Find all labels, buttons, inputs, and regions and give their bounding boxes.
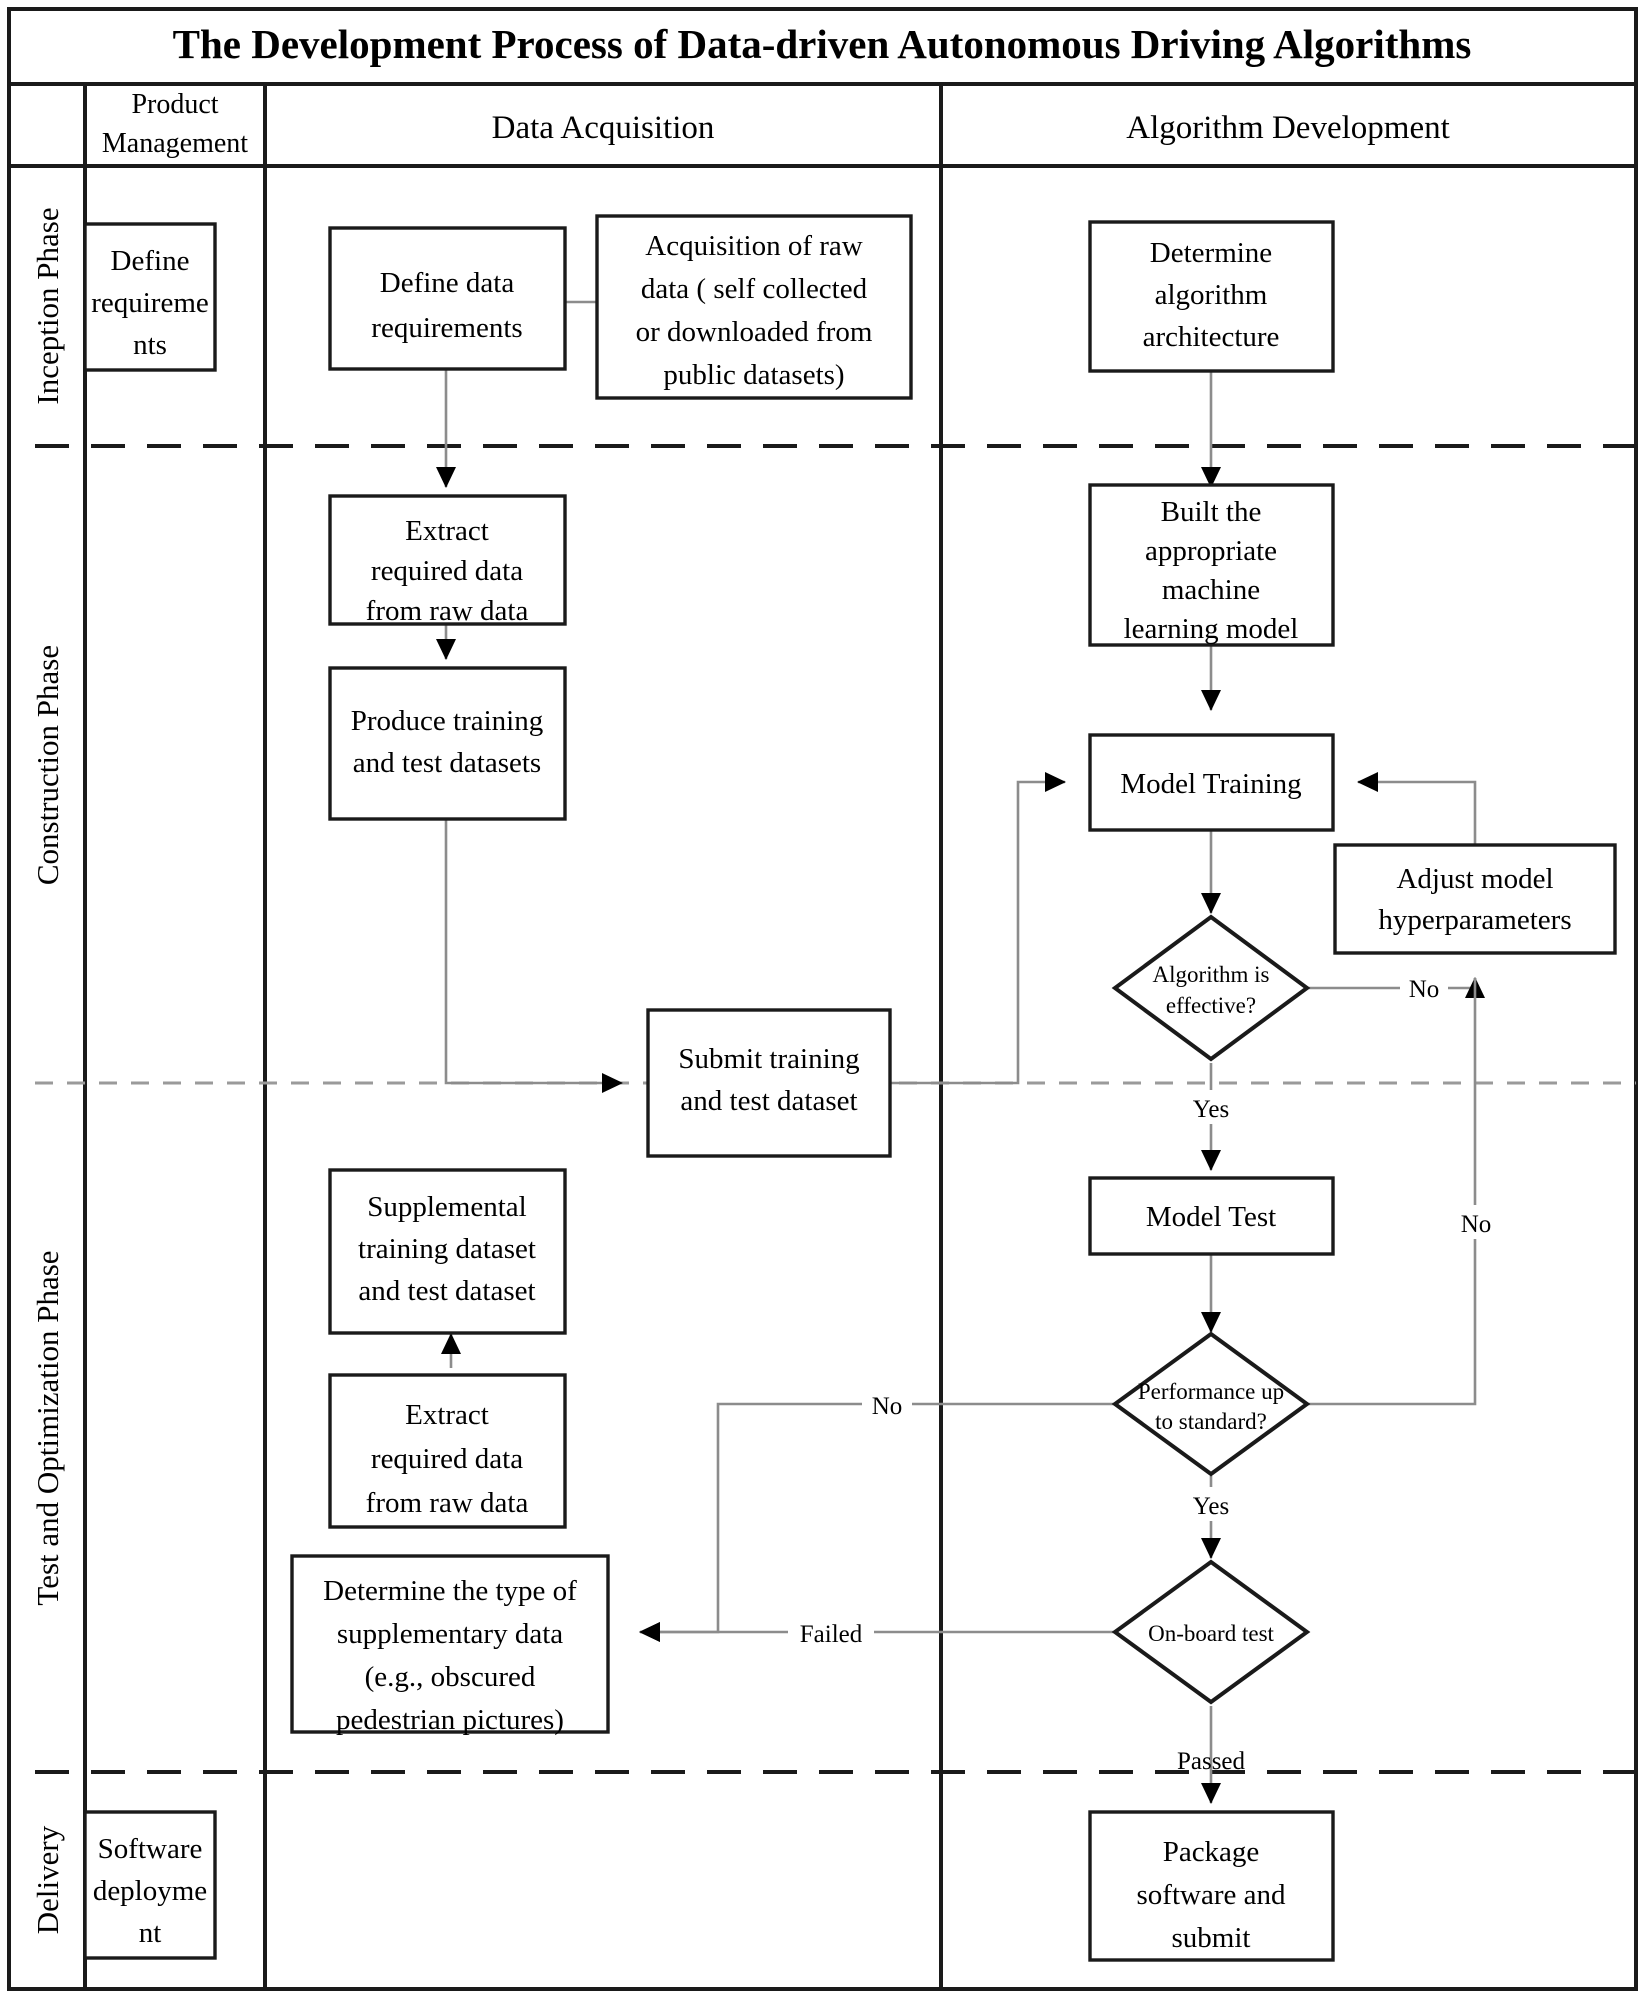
node-determine-supp-line2: supplementary data	[337, 1618, 563, 1650]
node-extract-required-data-2[interactable]: Extract required data from raw data	[328, 1373, 567, 1529]
node-define-data-requirements-line2: requirements	[371, 312, 522, 344]
node-software-deployment[interactable]: Software deployme nt	[83, 1810, 217, 1960]
node-model-test-label: Model Test	[1146, 1201, 1276, 1233]
node-acquisition-line1: Acquisition of raw	[645, 230, 863, 262]
lane-header-data-acquisition: Data Acquisition	[492, 110, 715, 146]
node-determine-algorithm-architecture[interactable]: Determine algorithm architecture	[1088, 220, 1335, 373]
node-effective-line2: effective?	[1166, 993, 1256, 1018]
edge-label-performance-no: No	[1461, 1211, 1492, 1238]
node-built-ml-model[interactable]: Built the appropriate machine learning m…	[1088, 483, 1335, 647]
node-define-data-requirements-line1: Define data	[380, 267, 515, 299]
page-title: The Development Process of Data-driven A…	[173, 21, 1472, 67]
node-package-line3: submit	[1172, 1922, 1251, 1954]
node-algorithm-effective-decision[interactable]: Algorithm is effective?	[1111, 914, 1311, 1062]
connector-adjust-to-model-training	[1357, 772, 1477, 845]
node-software-deployment-line2: deployme	[93, 1875, 207, 1907]
node-determine-arch-line3: architecture	[1143, 321, 1280, 353]
edge-label-performance-yes: Yes	[1193, 1493, 1229, 1520]
node-produce-training-test-datasets[interactable]: Produce training and test datasets	[328, 666, 567, 821]
lane-header-algorithm-development: Algorithm Development	[1126, 110, 1450, 146]
lane-header-product-management-line1: Product	[131, 89, 218, 120]
node-supplemental-datasets[interactable]: Supplemental training dataset and test d…	[328, 1168, 567, 1335]
node-acquisition-line4: public datasets)	[663, 359, 844, 391]
node-built-model-line3: machine	[1162, 574, 1260, 606]
node-submit-line2: and test dataset	[680, 1085, 857, 1117]
node-determine-supp-line4: pedestrian pictures)	[336, 1704, 564, 1736]
node-supplemental-line2: training dataset	[358, 1233, 536, 1265]
node-extract2-line2: required data	[371, 1443, 523, 1475]
connector-submit-to-model-training	[890, 772, 1066, 1085]
node-extract1-line1: Extract	[405, 515, 489, 547]
node-define-data-requirements[interactable]: Define data requirements	[328, 226, 567, 371]
connector-effective-no-to-adjust	[1307, 977, 1485, 998]
node-submit-training-test-dataset[interactable]: Submit training and test dataset	[646, 1008, 892, 1158]
connector-performance-no-to-adjust	[1307, 978, 1477, 1406]
node-onboard-test-decision[interactable]: On-board test	[1111, 1559, 1311, 1705]
node-determine-supp-line1: Determine the type of	[323, 1575, 577, 1607]
node-supplemental-line1: Supplemental	[367, 1191, 526, 1223]
node-adjust-line2: hyperparameters	[1378, 904, 1571, 936]
node-performance-line2: to standard?	[1155, 1409, 1267, 1434]
node-acquisition-line3: or downloaded from	[636, 316, 873, 348]
node-extract2-line3: from raw data	[366, 1487, 529, 1519]
edge-label-onboard-failed: Failed	[800, 1621, 863, 1648]
node-onboard-test-label: On-board test	[1148, 1621, 1274, 1646]
node-determine-supp-line3: (e.g., obscured	[365, 1661, 536, 1693]
node-built-model-line1: Built the	[1161, 496, 1262, 528]
phase-label-test-optimization: Test and Optimization Phase	[30, 1250, 65, 1605]
diagram-frame	[7, 7, 1638, 1991]
node-package-line1: Package	[1163, 1836, 1260, 1868]
node-model-training-label: Model Training	[1120, 768, 1301, 800]
node-adjust-hyperparameters[interactable]: Adjust model hyperparameters	[1333, 843, 1617, 955]
node-model-test[interactable]: Model Test	[1088, 1176, 1335, 1256]
node-package-line2: software and	[1137, 1879, 1286, 1911]
connector-produce-to-submit	[444, 818, 623, 1093]
node-software-deployment-line3: nt	[139, 1917, 162, 1949]
node-determine-supplementary-data[interactable]: Determine the type of supplementary data…	[290, 1554, 610, 1736]
phase-label-construction: Construction Phase	[30, 645, 65, 885]
node-package-software[interactable]: Package software and submit	[1088, 1810, 1335, 1962]
node-submit-line1: Submit training	[678, 1043, 859, 1075]
node-performance-line1: Performance up	[1138, 1379, 1284, 1404]
node-software-deployment-line1: Software	[98, 1833, 203, 1865]
node-extract1-line3: from raw data	[366, 595, 529, 627]
node-define-requirements-line2: requireme	[91, 287, 209, 319]
node-built-model-line2: appropriate	[1145, 535, 1277, 567]
node-acquisition-line2: data ( self collected	[641, 273, 868, 305]
node-produce-line1: Produce training	[351, 705, 543, 737]
node-define-requirements-line3: nts	[133, 329, 167, 361]
node-extract-required-data-1[interactable]: Extract required data from raw data	[328, 494, 567, 627]
node-extract1-line2: required data	[371, 555, 523, 587]
connector-performance-no-left-to-determine-supplementary	[639, 1402, 1115, 1642]
edge-label-onboard-passed: Passed	[1177, 1748, 1246, 1775]
node-produce-line2: and test datasets	[353, 747, 541, 779]
node-extract2-line1: Extract	[405, 1399, 489, 1431]
node-supplemental-line3: and test dataset	[358, 1275, 535, 1307]
node-define-requirements-line1: Define	[111, 245, 190, 277]
node-define-requirements[interactable]: Define requireme nts	[83, 222, 217, 372]
phase-label-delivery: Delivery	[30, 1825, 65, 1934]
node-acquisition-raw-data[interactable]: Acquisition of raw data ( self collected…	[595, 214, 913, 400]
lane-header-product-management-line2: Management	[102, 128, 248, 159]
edge-label-group: No Yes No No Yes Failed Passed	[788, 970, 1500, 1775]
node-built-model-line4: learning model	[1124, 613, 1299, 645]
node-adjust-line1: Adjust model	[1396, 863, 1553, 895]
node-determine-arch-line1: Determine	[1150, 237, 1272, 269]
node-performance-standard-decision[interactable]: Performance up to standard?	[1111, 1331, 1311, 1477]
node-effective-line1: Algorithm is	[1153, 962, 1270, 987]
phase-label-inception: Inception Phase	[30, 207, 65, 404]
edge-label-effective-yes: Yes	[1193, 1096, 1229, 1123]
edge-label-performance-no-left: No	[872, 1393, 903, 1420]
node-model-training[interactable]: Model Training	[1088, 733, 1335, 832]
node-determine-arch-line2: algorithm	[1155, 279, 1268, 311]
edge-label-effective-no: No	[1409, 976, 1440, 1003]
